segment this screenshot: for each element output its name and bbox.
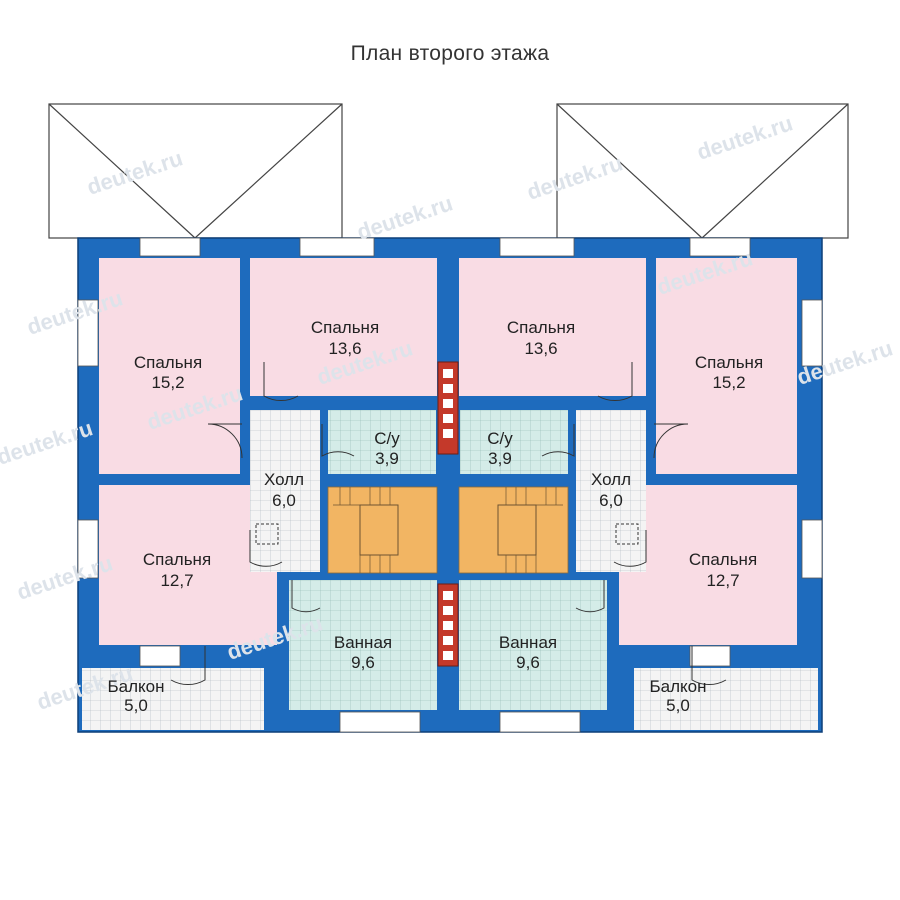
room-name: Спальня bbox=[143, 550, 211, 569]
shaft-left bbox=[255, 523, 279, 545]
room-name: Холл bbox=[264, 470, 304, 489]
room-name: Холл bbox=[591, 470, 631, 489]
room-name: Спальня bbox=[134, 353, 202, 372]
shaft-right bbox=[615, 523, 639, 545]
room-name: Спальня bbox=[507, 318, 575, 337]
roof-left bbox=[48, 103, 343, 239]
room-area: 13,6 bbox=[328, 339, 361, 358]
room-area: 12,7 bbox=[706, 571, 739, 590]
doors bbox=[170, 362, 727, 686]
room-area: 15,2 bbox=[712, 373, 745, 392]
room-area: 3,9 bbox=[488, 449, 512, 468]
room-name: С/у bbox=[487, 429, 513, 448]
bedroom-2-area bbox=[250, 258, 437, 396]
room-name: Спальня bbox=[689, 550, 757, 569]
stair-right bbox=[458, 486, 569, 574]
bedroom-5-area bbox=[99, 485, 277, 645]
room-area: 3,9 bbox=[375, 449, 399, 468]
room-area: 6,0 bbox=[272, 491, 296, 510]
room-name: Ванная bbox=[499, 633, 557, 652]
room-area: 12,7 bbox=[160, 571, 193, 590]
room-name: Спальня bbox=[695, 353, 763, 372]
room-area: 9,6 bbox=[351, 653, 375, 672]
chimney-bottom bbox=[437, 583, 459, 667]
room-name: Спальня bbox=[311, 318, 379, 337]
room-labels: Спальня 15,2 Спальня 13,6 Спальня 13,6 С… bbox=[107, 318, 763, 715]
bedroom-1-area bbox=[99, 258, 240, 474]
room-name: Балкон bbox=[107, 677, 164, 696]
room-name: Ванная bbox=[334, 633, 392, 652]
bedroom-6-area bbox=[619, 485, 797, 645]
plan-title: План второго этажа bbox=[350, 42, 550, 65]
room-area: 13,6 bbox=[524, 339, 557, 358]
windows bbox=[77, 237, 823, 733]
room-area: 5,0 bbox=[124, 696, 148, 715]
room-area: 5,0 bbox=[666, 696, 690, 715]
room-name: С/у bbox=[374, 429, 400, 448]
chimney-top bbox=[437, 361, 459, 455]
room-area: 9,6 bbox=[516, 653, 540, 672]
bedroom-3-area bbox=[459, 258, 646, 396]
room-name: Балкон bbox=[649, 677, 706, 696]
room-area: 15,2 bbox=[151, 373, 184, 392]
roof-right bbox=[556, 103, 849, 239]
bedroom-4-area bbox=[656, 258, 797, 474]
room-area: 6,0 bbox=[599, 491, 623, 510]
stair-left bbox=[327, 486, 438, 574]
watermark: deutek.ru bbox=[354, 190, 456, 244]
